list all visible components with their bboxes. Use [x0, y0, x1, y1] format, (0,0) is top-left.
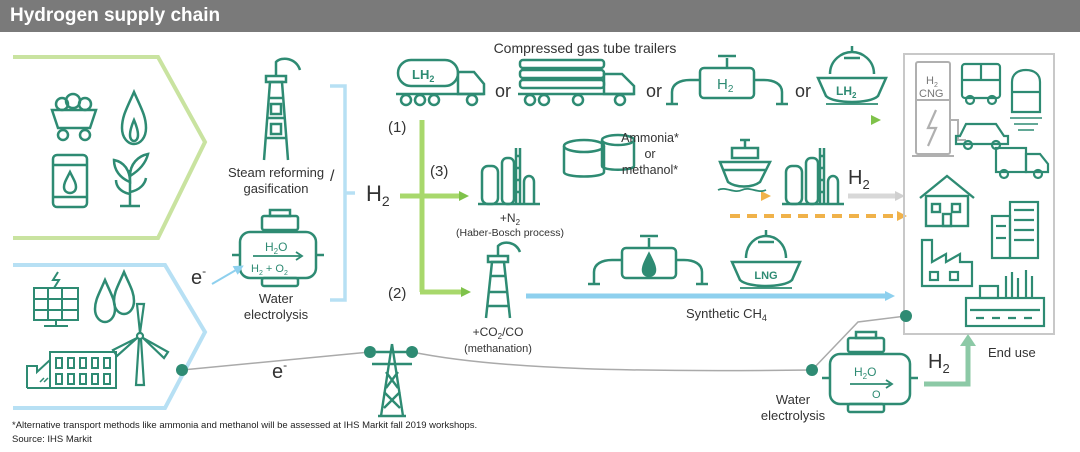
- wind-turbine-icon: [111, 302, 170, 387]
- local-electrolysis-label: electrolysis: [761, 408, 826, 423]
- cargo-ship-icon: [717, 138, 773, 193]
- pipeline-h2-label: H2: [717, 76, 734, 95]
- electrolyzer-h2o-label: H2O: [265, 240, 287, 256]
- industrial-plant-icon: [964, 270, 1046, 328]
- svg-text:e-: e-: [272, 358, 287, 383]
- route-2-label: (2): [388, 285, 406, 302]
- coal-cart-icon: [50, 92, 98, 142]
- biomass-plant-icon: [112, 152, 150, 208]
- water-label: Water: [259, 291, 294, 306]
- station-h2-label: H2: [926, 75, 938, 89]
- h2-output-label: H2: [848, 167, 870, 192]
- svg-text:+N2: +N2: [500, 211, 521, 227]
- svg-text:Synthetic CH4: Synthetic CH4: [686, 306, 767, 323]
- svg-text:H2: H2: [926, 75, 938, 89]
- svg-text:H2: H2: [848, 167, 870, 192]
- svg-text:LH2: LH2: [836, 84, 857, 100]
- route-arrows: [400, 115, 907, 301]
- electrolysis-label: electrolysis: [244, 307, 309, 322]
- bus-icon: [960, 62, 1002, 106]
- hydrogen-cracker-plant-icon: [782, 148, 844, 206]
- local-h2-arrow: [924, 334, 976, 387]
- final-h2-label: H2: [928, 351, 950, 376]
- methanol-label: methanol*: [622, 163, 678, 177]
- solar-panel-icon: [33, 271, 79, 327]
- route-3-label: (3): [430, 163, 448, 180]
- svg-text:LH2: LH2: [412, 67, 434, 84]
- lh2-tanker-truck-icon: [396, 58, 486, 107]
- hydro-plant-icon: [26, 351, 117, 389]
- electron-label-grid: e-: [272, 358, 287, 383]
- ammonia-label: Ammonia*: [621, 131, 679, 145]
- end-use-box: [903, 53, 1055, 335]
- svg-text:H2: H2: [366, 181, 390, 209]
- car-icon: [954, 122, 1010, 151]
- svg-text:H2O: H2O: [265, 240, 287, 256]
- local-water-label: Water: [776, 392, 811, 407]
- or-3: or: [795, 81, 811, 101]
- gasification-label: gasification: [243, 181, 308, 196]
- production-bracket: [330, 84, 355, 302]
- power-grid-line: [176, 310, 912, 376]
- delivery-truck-icon: [994, 146, 1050, 180]
- or-1: or: [495, 81, 511, 101]
- h2-cng-station-icon: [912, 61, 966, 157]
- lng-label: LNG: [754, 270, 777, 282]
- power-pylon-icon: [372, 343, 412, 418]
- electrolyzer-icon: [232, 208, 324, 288]
- lh2-truck-label: LH2: [412, 67, 434, 84]
- steam-reformer-icon: [262, 57, 302, 161]
- fossil-feedstock-chevron: [13, 55, 208, 240]
- source-text: Source: IHS Markit: [12, 434, 92, 445]
- h2-pipeline-icon: [666, 54, 788, 106]
- methanation-tower-icon: [484, 241, 522, 319]
- renewable-feedstock-chevron: [13, 263, 208, 410]
- h2-hub-label: H2: [366, 181, 390, 209]
- local-o-label: O: [872, 389, 881, 401]
- lng-ship-icon: [730, 230, 802, 289]
- storage-tanks-icon: [562, 133, 636, 178]
- transport-title: Compressed gas tube trailers: [494, 40, 677, 56]
- synthetic-ch4-label: Synthetic CH4: [686, 306, 767, 323]
- svg-text:+CO2/CO: +CO2/CO: [473, 325, 524, 341]
- svg-text:H2: H2: [717, 76, 734, 95]
- page-title: Hydrogen supply chain: [10, 5, 221, 26]
- svg-text:H2: H2: [928, 351, 950, 376]
- tube-trailer-truck-icon: [518, 58, 636, 107]
- local-h2o-label: H2O: [854, 365, 876, 381]
- methanation-label: (methanation): [464, 343, 532, 355]
- n2-label: +N2: [500, 211, 521, 227]
- electron-label-upper: e-: [191, 264, 206, 289]
- footnote-text: *Alternative transport methods like ammo…: [12, 420, 478, 431]
- water-drops-icon: [93, 268, 136, 324]
- haber-bosch-label: (Haber-Bosch process): [456, 227, 564, 239]
- end-use-label: End use: [988, 345, 1036, 360]
- gas-flame-icon: [120, 88, 148, 146]
- gas-pipeline-icon: [588, 234, 708, 286]
- title-bar: Hydrogen supply chain: [0, 0, 1080, 32]
- station-cng-label: CNG: [919, 88, 943, 100]
- slash-label: /: [330, 168, 335, 185]
- svg-text:e-: e-: [191, 264, 206, 289]
- factory-icon: [920, 238, 974, 288]
- train-icon: [1010, 68, 1042, 131]
- house-icon: [919, 174, 975, 228]
- oil-barrel-icon: [51, 153, 89, 209]
- steam-reforming-label: Steam reforming: [228, 165, 324, 180]
- lh2-ship-icon: [816, 46, 888, 105]
- or-label: or: [644, 147, 655, 161]
- local-electrolyzer-icon: [822, 330, 918, 414]
- co2-co-label: +CO2/CO: [473, 325, 524, 341]
- ship-lh2-label: LH2: [836, 84, 857, 100]
- or-2: or: [646, 81, 662, 101]
- svg-text:H2 + O2: H2 + O2: [251, 263, 288, 277]
- electrolyzer-products-label: H2 + O2: [251, 263, 288, 277]
- electron-arrow: [211, 265, 244, 285]
- ammonia-plant-icon: [478, 148, 540, 206]
- svg-text:H2O: H2O: [854, 365, 876, 381]
- route-1-label: (1): [388, 119, 406, 136]
- office-building-icon: [990, 200, 1040, 260]
